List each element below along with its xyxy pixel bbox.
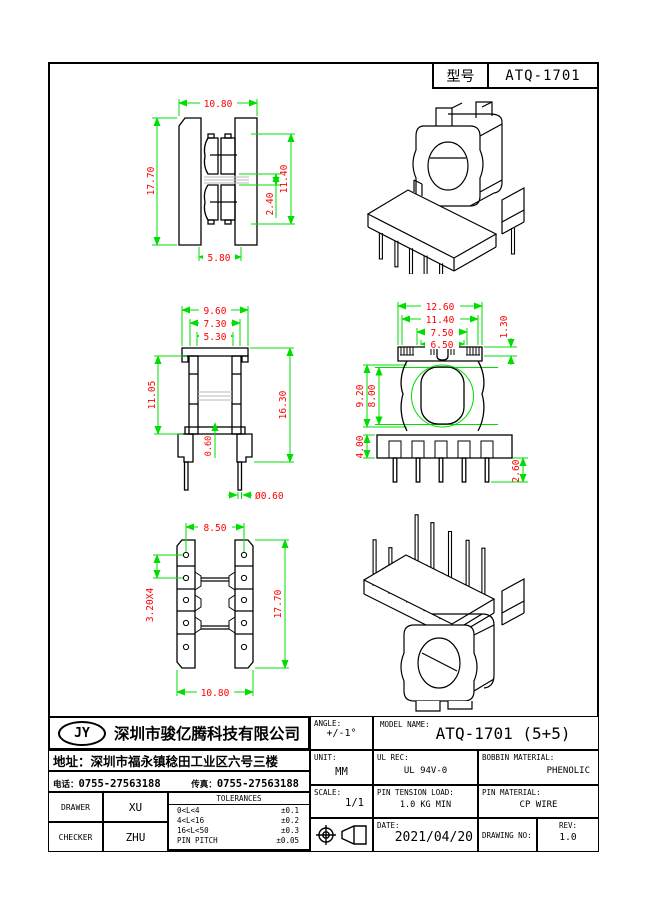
tolerances-title: TOLERANCES xyxy=(169,793,309,805)
dim-label: 1.30 xyxy=(499,315,510,338)
address-text: 地址：深圳市福永镇稔田工业区六号三楼 xyxy=(53,755,279,769)
dim-label: 11.05 xyxy=(147,381,158,410)
pin-material-label: PIN MATERIAL: xyxy=(482,788,541,797)
angle-cell: ANGLE: +/-1° xyxy=(310,716,373,750)
dim-label: 10.80 xyxy=(204,99,233,110)
date-value: 2021/04/20 xyxy=(394,830,473,845)
company-header: JY 深圳市骏亿腾科技有限公司 xyxy=(48,716,310,750)
dim-label: 17.70 xyxy=(273,589,284,618)
unit-label: UNIT: xyxy=(314,753,337,762)
tolerance-row: PIN PITCH±0.05 xyxy=(177,836,299,845)
company-contact-row: 电话：0755-27563188 传真：0755-27563188 xyxy=(48,771,310,792)
dim-label: 5.30 xyxy=(204,332,227,343)
pin-material-cell: PIN MATERIAL: CP WIRE xyxy=(478,785,599,818)
dim-label: 7.50 xyxy=(431,328,454,339)
unit-value: MM xyxy=(335,766,348,778)
dim-label: 17.70 xyxy=(146,166,157,195)
dim-label: 12.60 xyxy=(426,302,455,313)
scale-label: SCALE: xyxy=(314,788,342,797)
drawer-label: DRAWER xyxy=(61,802,90,812)
scale-value: 1/1 xyxy=(345,797,364,809)
drawing-no-cell: DRAWING NO: xyxy=(478,818,537,852)
model-value-cell: ATQ-1701 xyxy=(487,62,599,89)
dim-label: 2.60 xyxy=(511,459,522,482)
model-number: ATQ-1701 xyxy=(505,67,581,84)
phone-text: 电话：0755-27563188 xyxy=(53,778,161,790)
bottom-view-drawing: 8.50 3.20X4 17.70 10.80 xyxy=(145,522,289,699)
isometric-view-bottom xyxy=(362,514,525,712)
dim-label: 0.60 xyxy=(204,436,214,456)
dim-label: 7.30 xyxy=(204,319,227,330)
model-label: 型号 xyxy=(446,67,475,84)
tolerance-row: 4<L<16±0.2 xyxy=(177,816,299,825)
scale-cell: SCALE: 1/1 xyxy=(310,785,373,818)
rev-label: REV: xyxy=(558,821,578,830)
dim-label: 5.80 xyxy=(208,253,231,264)
rev-cell: REV: 1.0 xyxy=(537,818,599,852)
front-view-drawing: 12.60 11.40 7.50 6.50 1.30 9.20 8.00 4.0… xyxy=(355,301,528,483)
checker-label-cell: CHECKER xyxy=(48,822,103,852)
dim-label: 8.00 xyxy=(367,384,378,407)
tolerance-row: 0<L<4±0.1 xyxy=(177,806,299,815)
date-label: DATE: xyxy=(377,821,400,830)
isometric-view-top xyxy=(366,101,525,274)
date-cell: DATE: 2021/04/20 xyxy=(373,818,478,852)
bobbin-material-label: BOBBIN MATERIAL: xyxy=(482,753,555,762)
checker-value-cell: ZHU xyxy=(103,822,168,852)
drawer-label-cell: DRAWER xyxy=(48,792,103,822)
dim-label: 6.50 xyxy=(431,340,454,351)
projection-symbol-icon xyxy=(315,825,367,845)
checker-value: ZHU xyxy=(125,830,146,844)
dim-label: 8.50 xyxy=(204,523,227,534)
fax-text: 传真：0755-27563188 xyxy=(191,778,299,790)
model-name-value: ATQ-1701 (5+5) xyxy=(435,723,571,743)
top-view-drawing: 10.80 17.70 11.40 2.40 5.80 xyxy=(146,98,295,264)
ul-rec-value: UL 94V-0 xyxy=(403,766,448,776)
ul-rec-label: UL REC: xyxy=(377,753,409,762)
angle-value: +/-1° xyxy=(326,728,357,739)
model-label-cell: 型号 xyxy=(432,62,489,89)
pin-tension-cell: PIN TENSION LOAD: 1.0 KG MIN xyxy=(373,785,478,818)
drawing-no-label: DRAWING NO: xyxy=(482,830,532,840)
dim-label: 16.30 xyxy=(278,390,289,419)
side-view-drawing: 9.60 7.30 5.30 11.05 16.30 0.60 Ø0.60 xyxy=(147,305,294,502)
pin-tension-label: PIN TENSION LOAD: xyxy=(377,788,454,797)
ul-rec-cell: UL REC: UL 94V-0 xyxy=(373,750,478,785)
checker-label: CHECKER xyxy=(58,832,93,842)
dim-label: 10.80 xyxy=(201,688,230,699)
company-logo: JY xyxy=(58,720,106,746)
dim-label: 9.20 xyxy=(355,384,366,407)
drawer-value-cell: XU xyxy=(103,792,168,822)
tolerances-box: TOLERANCES 0<L<4±0.1 4<L<16±0.2 16<L<50±… xyxy=(168,792,310,850)
projection-symbol-cell xyxy=(310,818,373,852)
drawer-value: XU xyxy=(128,800,143,814)
dim-label: 3.20X4 xyxy=(145,588,156,623)
dim-label: 4.00 xyxy=(355,435,366,458)
dim-label: Ø0.60 xyxy=(255,491,284,502)
bobbin-material-cell: BOBBIN MATERIAL: PHENOLIC xyxy=(478,750,599,785)
dim-label: 11.40 xyxy=(426,315,455,326)
pin-tension-value: 1.0 KG MIN xyxy=(399,800,452,810)
model-name-label: MODEL NAME: xyxy=(380,720,430,729)
unit-cell: UNIT: MM xyxy=(310,750,373,785)
rev-value: 1.0 xyxy=(559,832,577,843)
pin-material-value: CP WIRE xyxy=(519,800,558,810)
dim-label: 11.40 xyxy=(279,164,290,193)
dim-label: 2.40 xyxy=(265,192,276,215)
tolerance-row: 16<L<50±0.3 xyxy=(177,826,299,835)
company-address-row: 地址：深圳市福永镇稔田工业区六号三楼 xyxy=(48,750,310,771)
model-name-cell: MODEL NAME: ATQ-1701 (5+5) xyxy=(373,716,599,750)
dim-label: 9.60 xyxy=(204,306,227,317)
angle-label: ANGLE: xyxy=(314,719,342,728)
bobbin-material-value: PHENOLIC xyxy=(546,766,590,776)
company-name: 深圳市骏亿腾科技有限公司 xyxy=(114,726,301,743)
